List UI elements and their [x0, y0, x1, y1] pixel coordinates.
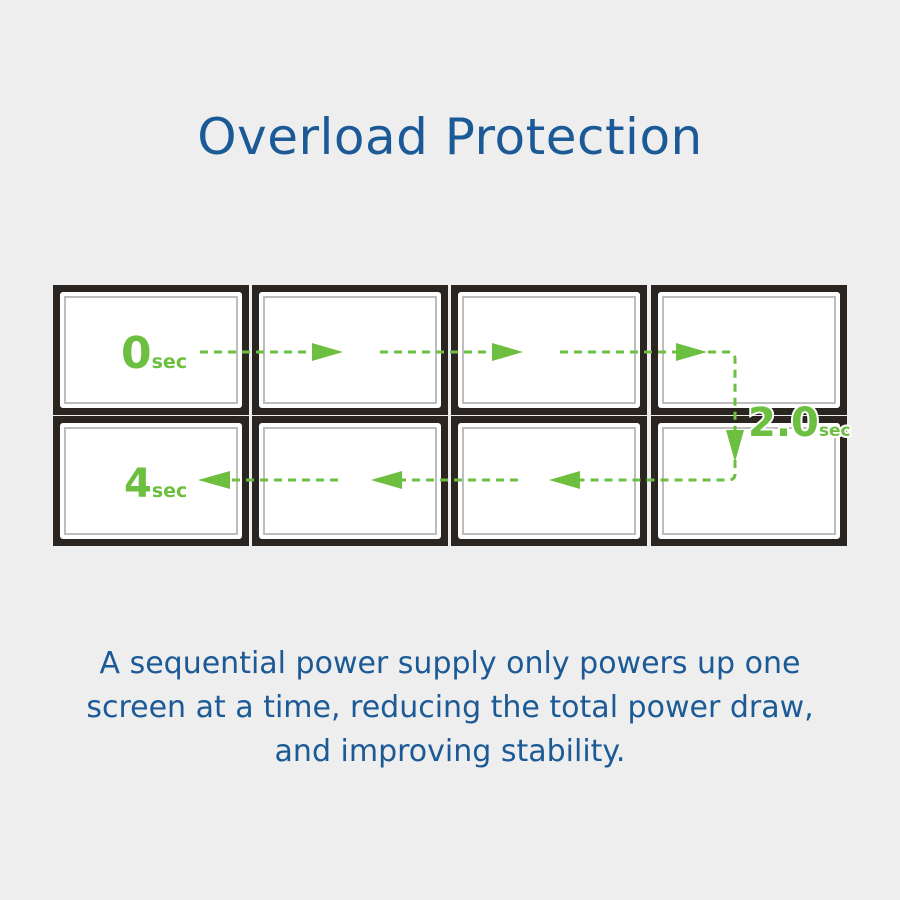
label-0sec: 0sec — [121, 328, 187, 379]
label-2sec: 2.0sec — [748, 400, 851, 446]
label-4sec: 4sec — [124, 461, 187, 507]
arrow-head-right-icon — [492, 343, 523, 361]
arrow-head-left-icon — [549, 471, 580, 489]
page-title: Overload Protection — [197, 108, 703, 166]
arrow-head-right-icon — [312, 343, 343, 361]
arrow-head-left-icon — [198, 471, 230, 489]
arrow-line — [708, 350, 737, 432]
screen-tile — [53, 285, 249, 415]
arrow-line — [578, 460, 737, 482]
arrow-head-down-icon — [726, 430, 744, 462]
arrow-head-left-icon — [371, 471, 402, 489]
screen-tile — [451, 416, 647, 546]
description: A sequential power supply only powers up… — [86, 646, 814, 769]
screen-tile — [252, 285, 448, 415]
screen-tile — [53, 416, 249, 546]
arrow-head-right-icon — [676, 343, 707, 361]
screen-tile — [451, 285, 647, 415]
